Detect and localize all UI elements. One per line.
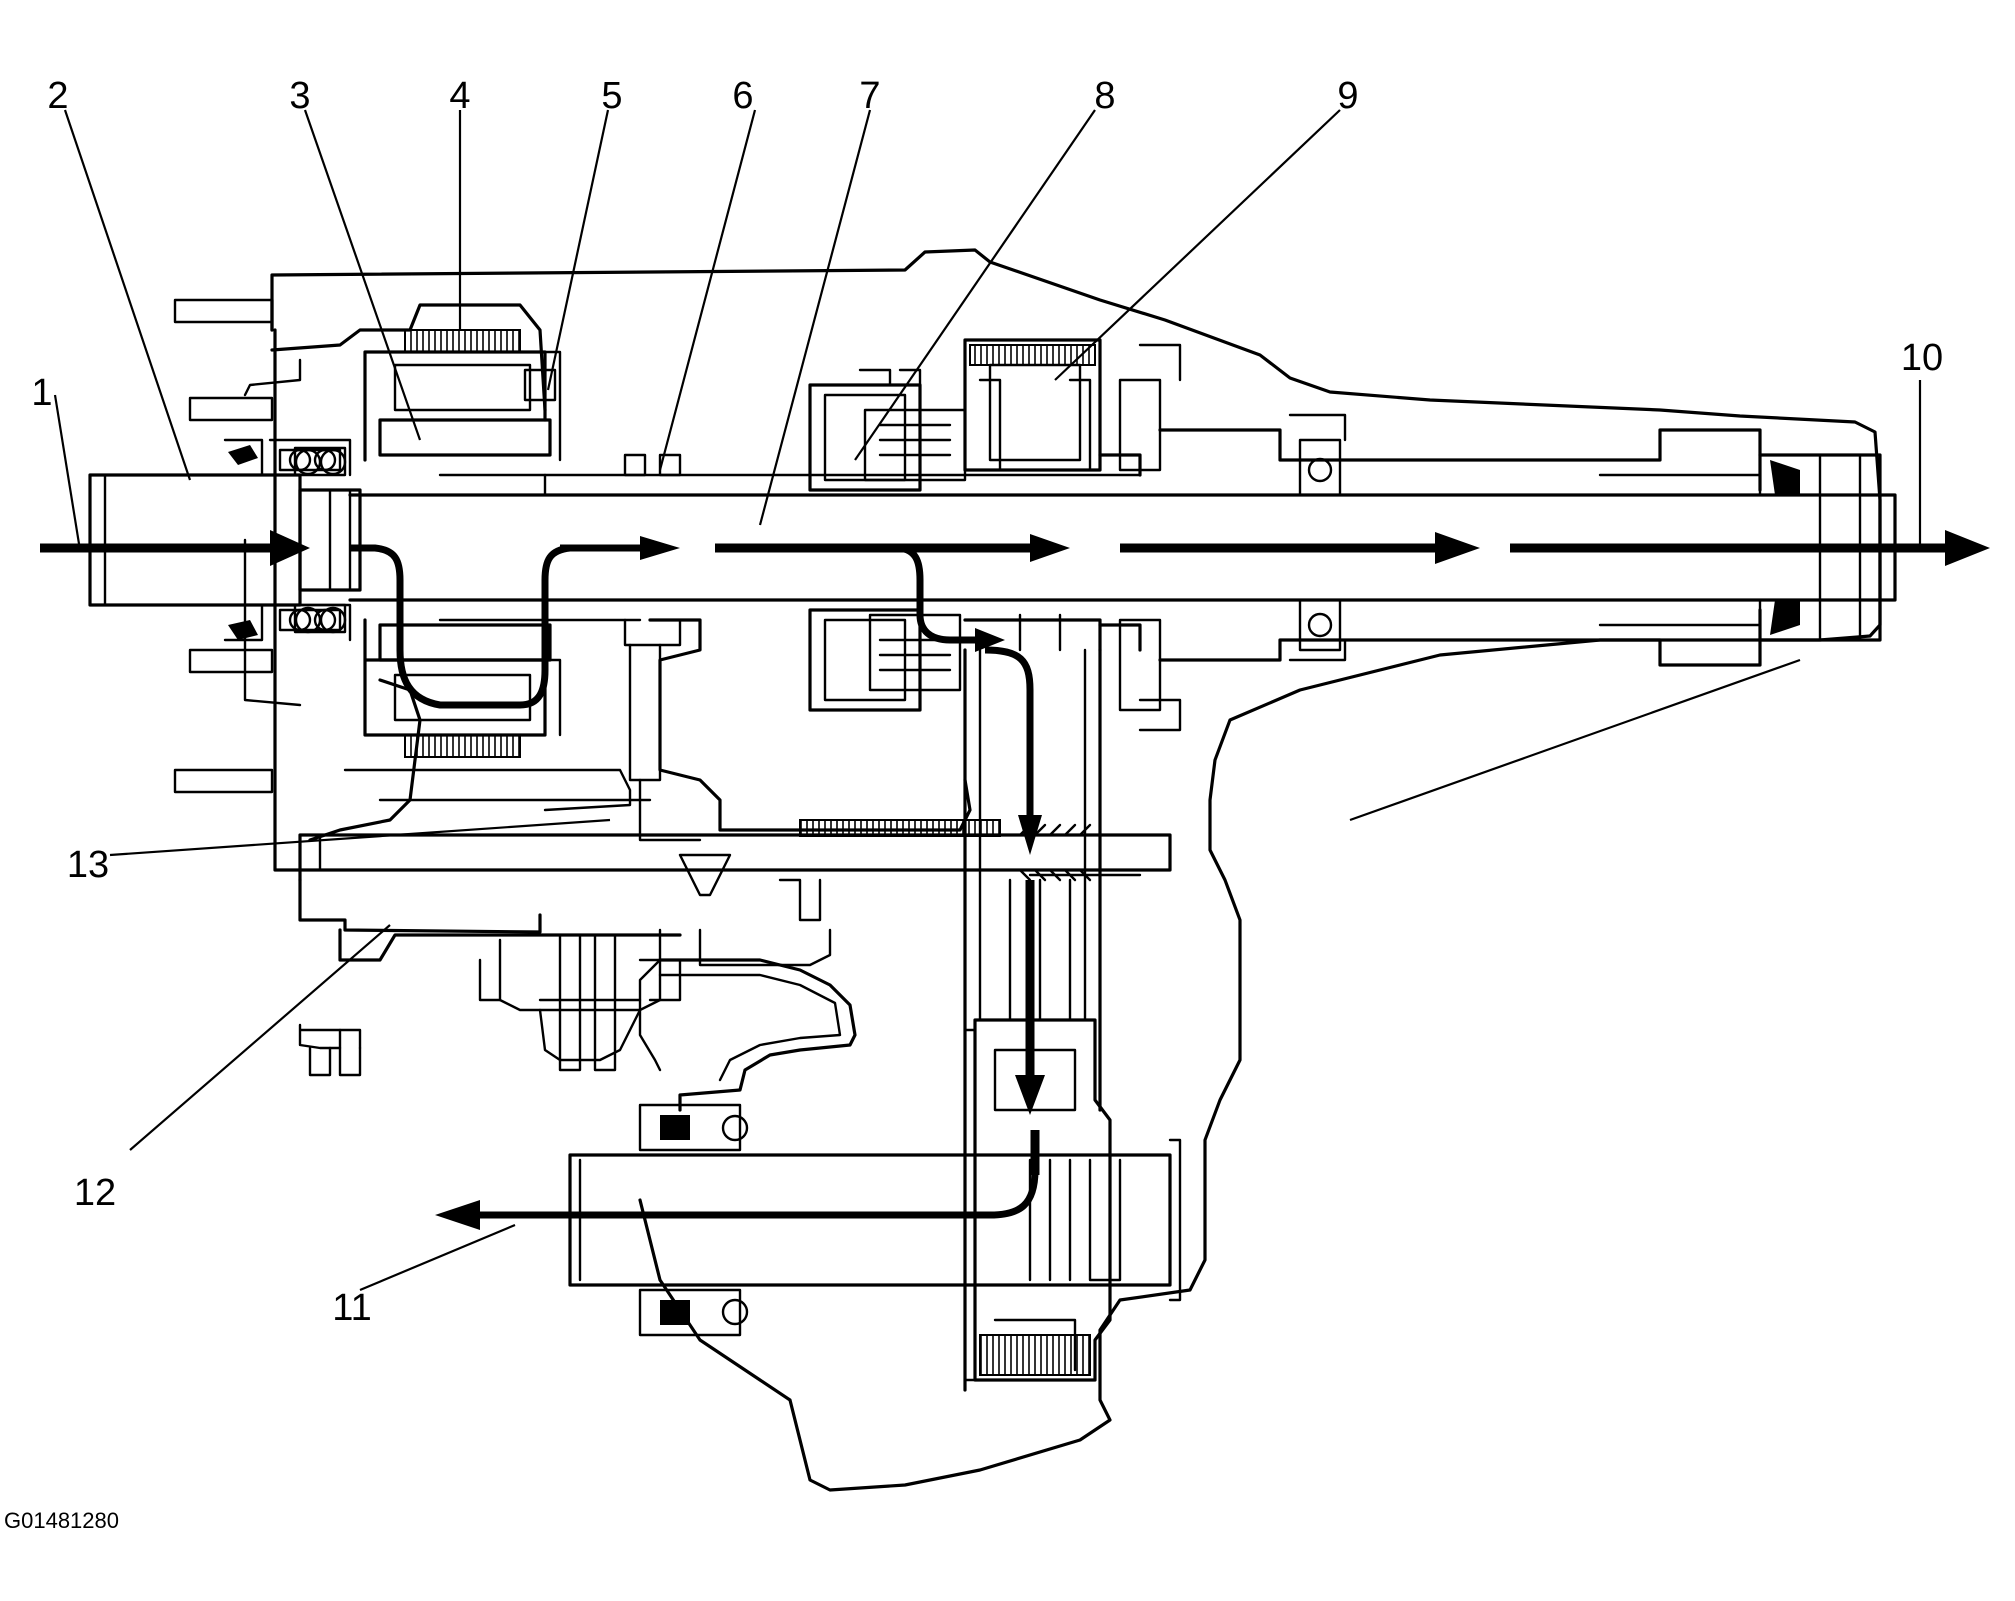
callout-2: 2 [47, 75, 68, 117]
callout-5: 5 [601, 75, 622, 117]
transfer-case-housing [173, 248, 1882, 1492]
callout-10: 10 [1901, 337, 1943, 379]
callout-6: 6 [732, 75, 753, 117]
callout-7: 7 [859, 75, 880, 117]
callout-3: 3 [289, 75, 310, 117]
callout-11: 11 [332, 1287, 371, 1329]
callout-13: 13 [67, 844, 109, 886]
callout-4: 4 [449, 75, 470, 117]
mainshaft-assembly [88, 329, 1897, 842]
countershaft [298, 823, 1172, 1022]
figure-id: G01481280 [4, 1508, 119, 1533]
callout-1: 1 [31, 372, 52, 414]
callout-labels: 1 2 3 4 5 6 7 8 9 10 11 12 13 [31, 75, 1943, 1329]
power-flow-path [40, 530, 1990, 1230]
callout-8: 8 [1094, 75, 1115, 117]
callout-9: 9 [1337, 75, 1358, 117]
leader-lines [53, 109, 1922, 1292]
callout-12: 12 [74, 1172, 116, 1214]
